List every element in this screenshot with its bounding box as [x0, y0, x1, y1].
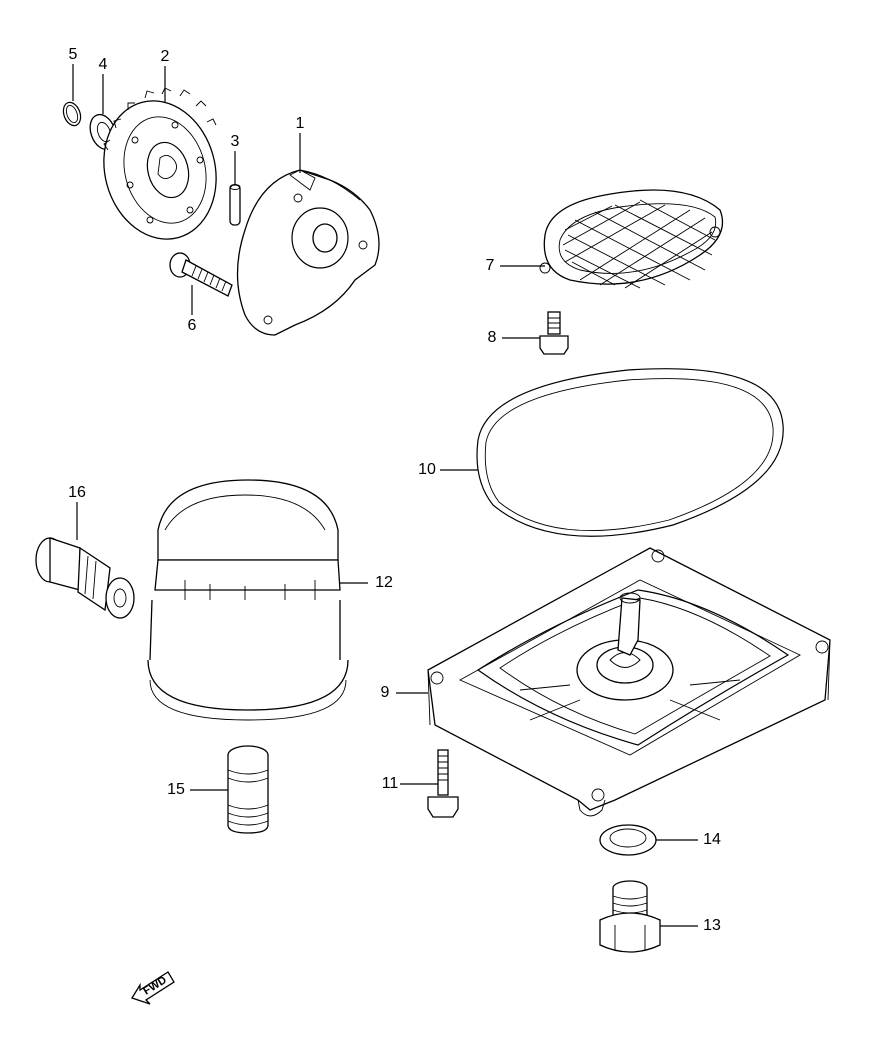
callout-10: 10 [418, 461, 436, 478]
callout-2: 2 [161, 48, 170, 65]
part-5-circlip [62, 101, 82, 127]
part-7-oil-strainer [539, 189, 724, 289]
callout-16: 16 [68, 484, 86, 501]
part-15-union-pipe [227, 745, 269, 834]
callout-3: 3 [231, 133, 240, 150]
part-11-bolt [427, 749, 459, 818]
callout-4: 4 [99, 56, 108, 73]
part-1-oil-pump [236, 169, 380, 336]
part-13-drain-plug [599, 880, 661, 953]
part-9-oil-pan [427, 547, 831, 817]
fwd-arrow-icon: FWD [131, 971, 175, 1005]
callout-1: 1 [296, 115, 305, 132]
callout-labels: 5 4 2 3 1 6 7 8 10 9 11 12 13 14 15 16 [68, 46, 721, 934]
part-3-dowel-pin [229, 184, 241, 226]
part-2-gear [103, 87, 217, 240]
part-12-oil-filter [147, 479, 349, 721]
callout-15: 15 [167, 781, 185, 798]
callout-13: 13 [703, 917, 721, 934]
part-10-gasket [476, 368, 784, 537]
callout-5: 5 [69, 46, 78, 63]
part-6-bolt [169, 252, 233, 297]
part-14-gasket-washer [599, 824, 657, 856]
callout-8: 8 [488, 329, 497, 346]
callout-14: 14 [703, 831, 721, 848]
callout-11: 11 [382, 775, 399, 792]
callout-9: 9 [381, 684, 390, 701]
callout-12: 12 [375, 574, 393, 591]
part-8-bolt [539, 311, 569, 355]
leader-lines [72, 64, 698, 927]
part-16-oil-pressure-switch [35, 537, 135, 619]
callout-6: 6 [188, 317, 197, 334]
callout-7: 7 [486, 257, 495, 274]
